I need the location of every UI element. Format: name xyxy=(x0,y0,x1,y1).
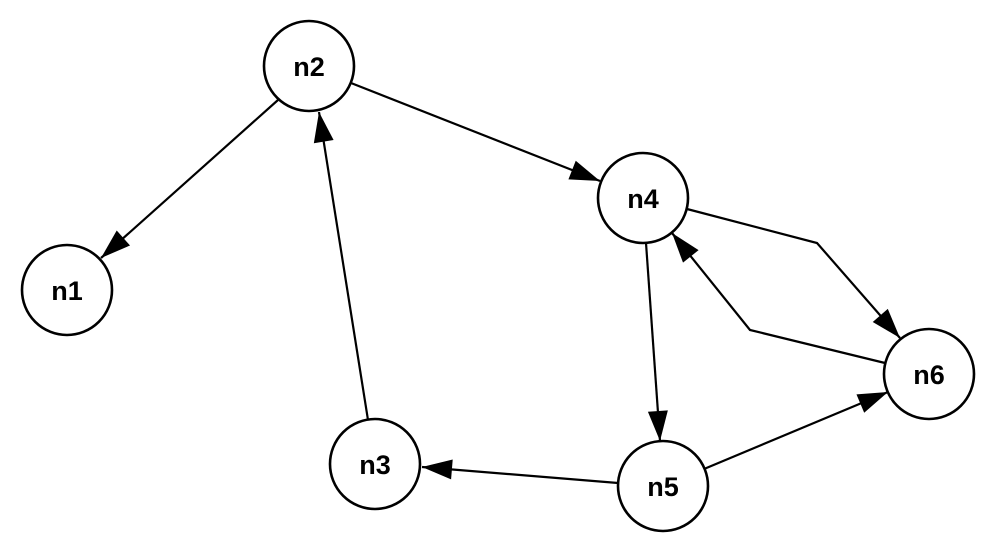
arrowhead-n4-n6 xyxy=(872,308,900,338)
node-n6: n6 xyxy=(882,327,976,421)
node-label-n5: n5 xyxy=(647,472,679,502)
edge-n4-n6 xyxy=(686,207,901,339)
edge-n5-n3 xyxy=(421,465,619,485)
edge-n4-n5 xyxy=(644,242,662,442)
node-n4: n4 xyxy=(596,151,690,245)
node-circle-n1 xyxy=(20,243,114,337)
node-circle-n4 xyxy=(596,151,690,245)
arrowhead-n4-n5 xyxy=(647,410,668,441)
node-circle-n5 xyxy=(616,439,710,533)
arrowhead-n2-n4 xyxy=(568,160,600,181)
node-label-n2: n2 xyxy=(293,52,325,82)
node-label-n1: n1 xyxy=(51,276,83,306)
arrowhead-n5-n3 xyxy=(422,459,453,480)
edge-n5-n6 xyxy=(703,390,889,471)
node-label-n6: n6 xyxy=(913,360,945,390)
edge-n3-n2 xyxy=(317,111,370,421)
edge-n6-n4 xyxy=(671,232,886,365)
arrowhead-n2-n1 xyxy=(101,230,131,258)
node-n2: n2 xyxy=(262,19,356,113)
edge-n2-n1 xyxy=(100,99,279,259)
node-circle-n2 xyxy=(262,19,356,113)
node-label-n3: n3 xyxy=(359,450,391,480)
arrowhead-n3-n2 xyxy=(313,112,334,144)
arrowhead-n5-n6 xyxy=(856,392,888,413)
edge-n2-n4 xyxy=(350,81,601,183)
node-n1: n1 xyxy=(20,243,114,337)
node-circle-n3 xyxy=(328,417,422,511)
node-circle-n6 xyxy=(882,327,976,421)
node-n5: n5 xyxy=(616,439,710,533)
node-label-n4: n4 xyxy=(627,184,659,214)
node-n3: n3 xyxy=(328,417,422,511)
arrowhead-n6-n4 xyxy=(672,233,699,263)
